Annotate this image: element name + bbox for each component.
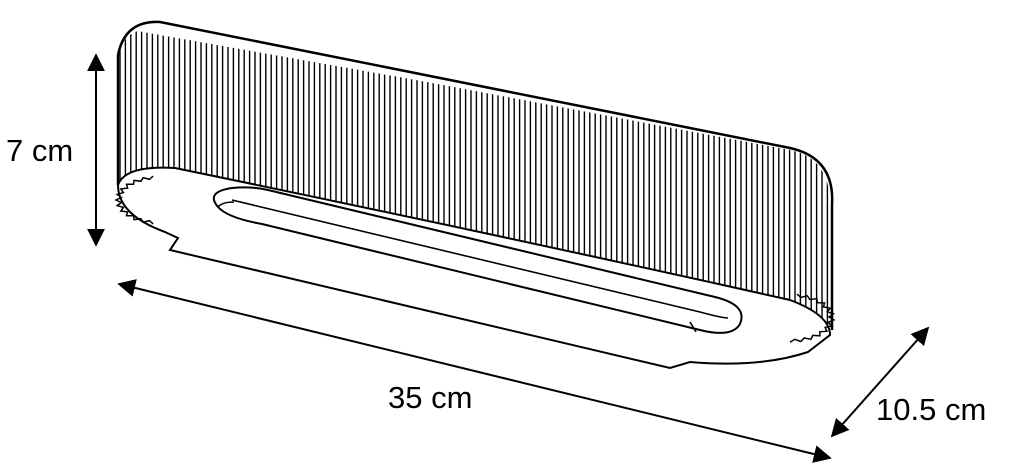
rim-serration-left (114, 175, 154, 225)
height-label: 7 cm (6, 133, 73, 168)
length-dimension-arrow (117, 279, 832, 463)
ribbed-shade-wall (118, 29, 830, 336)
depth-label: 10.5 cm (876, 392, 986, 427)
length-label: 35 cm (388, 380, 472, 415)
wall-lamp (114, 20, 836, 370)
rib-lines (119, 29, 829, 334)
depth-dimension-arrow (830, 326, 930, 438)
shade-ribs (119, 29, 829, 334)
light-slot-inner-left (217, 201, 235, 208)
shade-top-edge (116, 20, 834, 206)
